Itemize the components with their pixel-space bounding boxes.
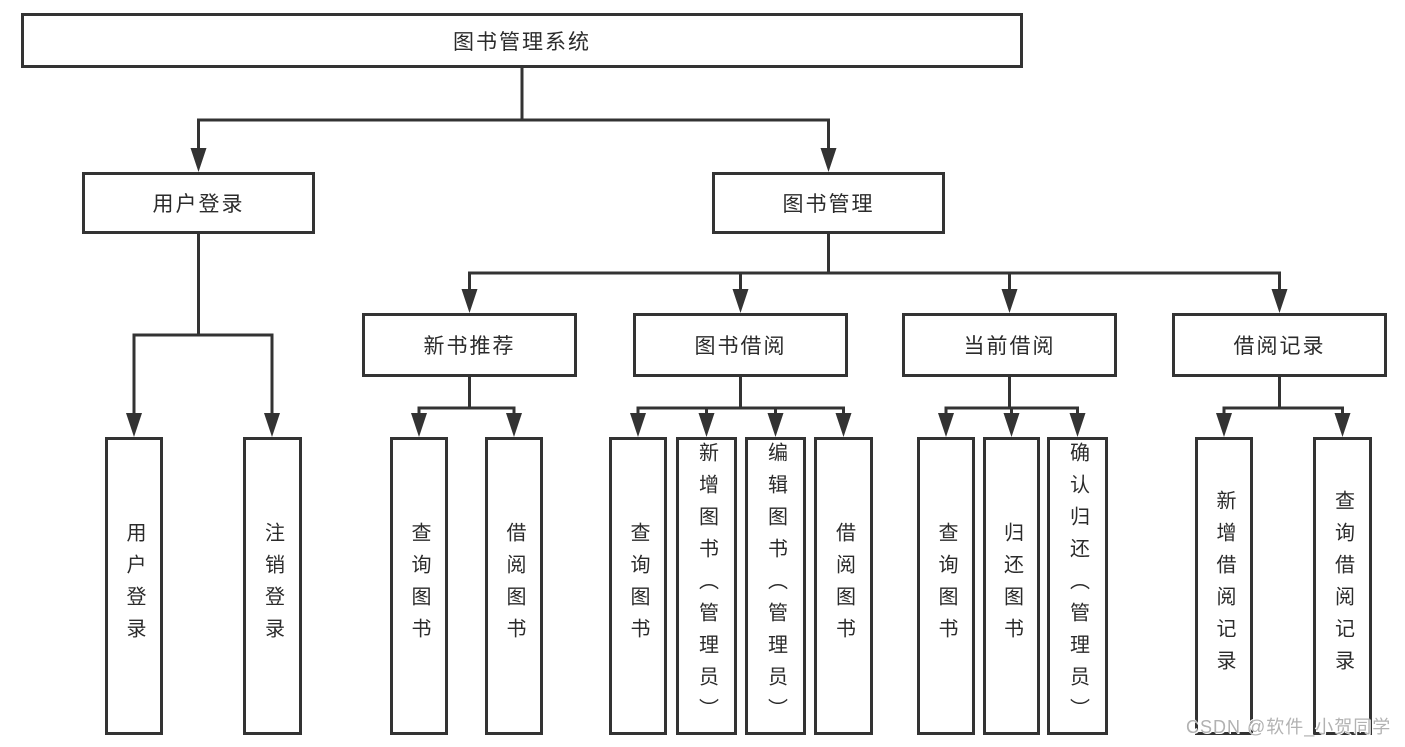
connector-book-borrowing-split: [630, 375, 852, 437]
node-new-book-recommendation: 新书推荐: [362, 313, 577, 377]
node-label: 用户登录: [152, 193, 245, 216]
node-label: 注销登录: [261, 522, 284, 650]
node-label: 新书推荐: [423, 335, 516, 358]
connector-borrowing-records-split: [1216, 375, 1351, 437]
node-label: 借阅图书: [503, 522, 525, 650]
node-user-login: 用户登录: [82, 172, 315, 234]
node-label: 新增图书（管理员）: [695, 442, 718, 730]
node-label: 归还图书: [1000, 522, 1023, 650]
node-book-borrowing: 图书借阅: [633, 313, 848, 377]
csdn-watermark: CSDN @软件_小贺同学: [1186, 717, 1392, 737]
node-book-management: 图书管理: [712, 172, 945, 234]
node-label: 编辑图书（管理员）: [764, 442, 787, 730]
leaf-add-borrow-record: 新增借阅记录: [1195, 437, 1253, 735]
connector-current-borrowing-split: [938, 375, 1086, 437]
node-label: 查询图书: [935, 522, 957, 650]
leaf-add-books-admin: 新增图书（管理员）: [676, 437, 737, 735]
connector-user-login-split: [126, 232, 280, 437]
node-library-management-system: 图书管理系统: [21, 13, 1023, 68]
node-label: 新增借阅记录: [1213, 490, 1235, 682]
node-current-borrowing: 当前借阅: [902, 313, 1117, 377]
leaf-logout: 注销登录: [243, 437, 302, 735]
node-label: 查询借阅记录: [1331, 490, 1354, 682]
node-label: 用户登录: [123, 522, 145, 650]
leaf-edit-books-admin: 编辑图书（管理员）: [745, 437, 806, 735]
node-label: 查询图书: [627, 522, 649, 650]
node-label: 确认归还（管理员）: [1066, 442, 1089, 730]
node-label: 图书管理系统: [453, 30, 591, 54]
connector-new-book-split: [411, 375, 522, 437]
leaf-confirm-return-admin: 确认归还（管理员）: [1047, 437, 1108, 735]
node-label: 查询图书: [408, 522, 430, 650]
leaf-user-login: 用户登录: [105, 437, 163, 735]
connector-root-split: [190, 66, 837, 172]
node-label: 借阅记录: [1233, 335, 1326, 358]
connector-book-management-split: [461, 232, 1288, 313]
leaf-query-borrow-record: 查询借阅记录: [1313, 437, 1372, 735]
leaf-borrow-books-borrowing: 借阅图书: [814, 437, 873, 735]
leaf-query-books-recommend: 查询图书: [390, 437, 448, 735]
node-label: 图书借阅: [694, 335, 787, 358]
leaf-query-books-current: 查询图书: [917, 437, 975, 735]
node-borrowing-records: 借阅记录: [1172, 313, 1387, 377]
node-label: 当前借阅: [963, 335, 1056, 358]
leaf-return-books: 归还图书: [983, 437, 1040, 735]
leaf-query-books-borrowing: 查询图书: [609, 437, 667, 735]
leaf-borrow-books-recommend: 借阅图书: [485, 437, 543, 735]
node-label: 图书管理: [782, 193, 875, 216]
node-label: 借阅图书: [832, 522, 855, 650]
